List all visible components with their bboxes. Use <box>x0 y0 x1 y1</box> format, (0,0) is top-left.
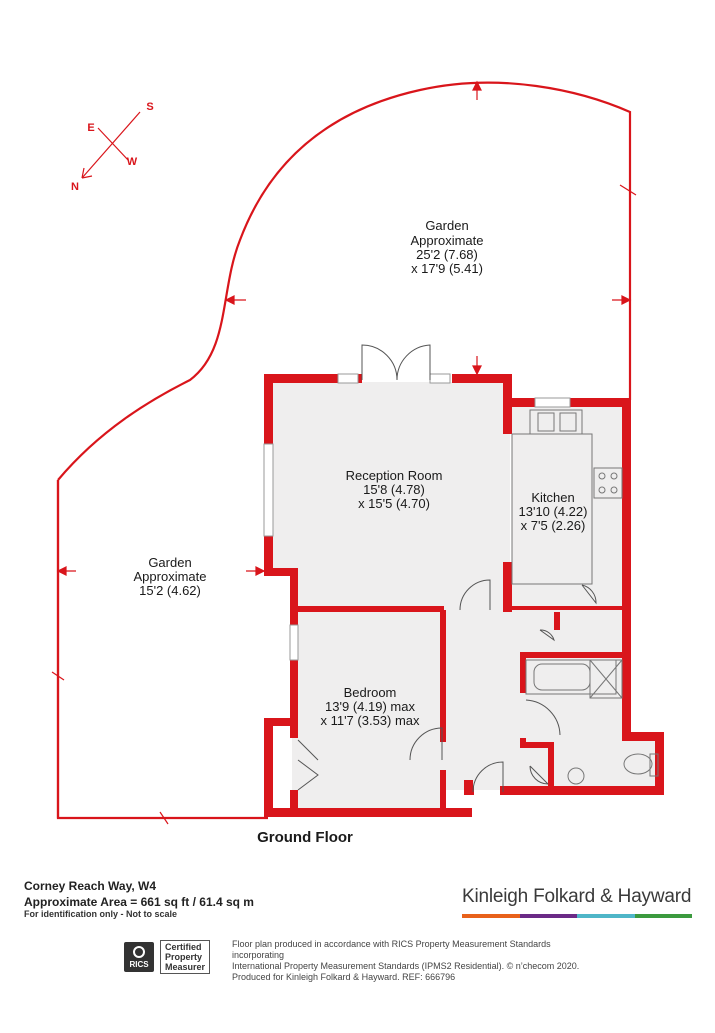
interior-floor <box>272 382 658 815</box>
rics-logo: RICS <box>124 942 154 972</box>
kitchen-line2: 13'10 (4.22) <box>519 504 588 519</box>
address: Corney Reach Way, W4 <box>24 879 157 893</box>
garden-top-line4: x 17'9 (5.41) <box>411 261 483 276</box>
brand-name: Kinleigh Folkard & Hayward <box>462 886 692 907</box>
kitchen-name: Kitchen <box>531 490 574 505</box>
bedroom-line2: 13'9 (4.19) max <box>325 699 415 714</box>
certified-line3: Measurer <box>165 962 206 972</box>
certified-line2: Property <box>165 952 203 962</box>
walls <box>264 374 664 817</box>
credit-line3: Produced for Kinleigh Folkard & Hayward.… <box>232 972 456 982</box>
compass-w-label: W <box>127 156 138 168</box>
reception-line2: 15'8 (4.78) <box>363 482 425 497</box>
fixtures <box>511 409 659 785</box>
kitchen-label: Kitchen 13'10 (4.22) x 7'5 (2.26) <box>519 490 588 533</box>
certified-measurer-label: Certified Property Measurer <box>160 940 211 974</box>
kitchen-line3: x 7'5 (2.26) <box>521 518 586 533</box>
brand-bar-green <box>634 914 692 918</box>
garden-top-label: Garden Approximate 25'2 (7.68) x 17'9 (5… <box>411 218 484 276</box>
address-block: Corney Reach Way, W4 Approximate Area = … <box>24 878 254 910</box>
certified-line1: Certified <box>165 942 202 952</box>
compass <box>81 111 141 179</box>
brand-bar-orange <box>462 914 520 918</box>
floor-plan: N E S W Garden Approximate 25'2 (7.68) x… <box>51 80 664 846</box>
garden-top-line2: Approximate <box>411 233 484 248</box>
compass-e-label: E <box>87 122 94 134</box>
credit-line1: Floor plan produced in accordance with R… <box>232 939 551 960</box>
floor-label: Ground Floor <box>257 829 353 846</box>
brand-logo: Kinleigh Folkard & Hayward <box>462 886 692 918</box>
brand-bar-teal <box>577 914 635 918</box>
reception-label: Reception Room 15'8 (4.78) x 15'5 (4.70) <box>346 468 443 511</box>
garden-top-name: Garden <box>425 218 468 233</box>
disclaimer: For identification only - Not to scale <box>24 909 178 919</box>
reception-name: Reception Room <box>346 468 443 483</box>
credits: Floor plan produced in accordance with R… <box>232 939 592 983</box>
brand-bar-purple <box>519 914 577 918</box>
garden-top-line3: 25'2 (7.68) <box>416 247 478 262</box>
windows <box>263 373 571 661</box>
garden-left-name: Garden <box>148 555 191 570</box>
rics-logo-text: RICS <box>129 959 149 969</box>
garden-left-label: Garden Approximate 15'2 (4.62) <box>134 555 207 598</box>
compass-s-label: S <box>146 101 153 113</box>
brand-color-bar <box>462 914 692 918</box>
bedroom-line3: x 11'7 (3.53) max <box>320 713 420 728</box>
reception-line3: x 15'5 (4.70) <box>358 496 430 511</box>
rics-circle-icon <box>133 945 145 958</box>
bedroom-name: Bedroom <box>344 685 397 700</box>
rics-badge: RICS Certified Property Measurer <box>124 940 211 974</box>
dimension-markers <box>51 80 637 825</box>
garden-left-line3: 15'2 (4.62) <box>139 583 201 598</box>
area: Approximate Area = 661 sq ft / 61.4 sq m <box>24 895 254 909</box>
garden-left-line2: Approximate <box>134 569 207 584</box>
credit-line2: International Property Measurement Stand… <box>232 961 580 971</box>
doors <box>297 344 597 793</box>
bedroom-label: Bedroom 13'9 (4.19) max x 11'7 (3.53) ma… <box>320 685 420 728</box>
compass-n-label: N <box>71 181 79 193</box>
